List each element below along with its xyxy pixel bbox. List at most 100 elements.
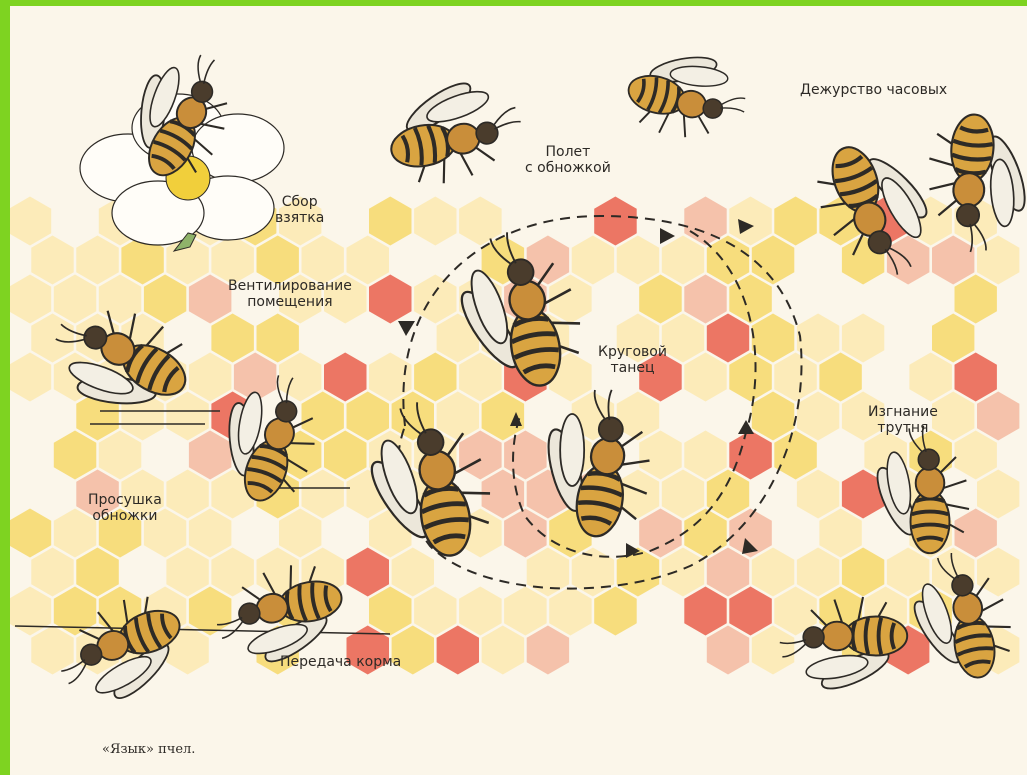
label-round-dance: Круговойтанец	[598, 344, 667, 376]
honeycomb-cell	[909, 353, 952, 402]
honeycomb-cell	[707, 470, 749, 519]
honeycomb-cell	[662, 236, 704, 285]
honeycomb-cell	[504, 431, 546, 480]
honeycomb-cell	[955, 431, 997, 480]
honeycomb-cell	[31, 548, 73, 597]
honeycomb-cell	[729, 353, 772, 402]
honeycomb-cell	[684, 197, 726, 246]
honeycomb-cell	[76, 236, 119, 285]
label-food-transfer: Передача корма	[280, 654, 401, 670]
figure-caption: «Язык» пчел.	[102, 742, 195, 757]
honeycomb-cell	[684, 431, 726, 480]
honeycomb-cell	[369, 587, 412, 636]
honeycomb-cell	[414, 353, 456, 402]
honeycomb-cell	[459, 197, 502, 246]
honeycomb-cell	[369, 275, 412, 324]
honeycomb-cell	[819, 509, 861, 558]
honeycomb-cell	[414, 275, 456, 324]
honeycomb-cell	[211, 314, 254, 363]
honeycomb-cell	[572, 548, 614, 597]
honeycomb-cell	[639, 509, 682, 558]
honeycomb-cell	[662, 314, 704, 363]
honeycomb-cell	[729, 431, 772, 480]
honeycomb-cell	[414, 587, 456, 636]
honeycomb-cell	[166, 548, 208, 597]
honeycomb-cell	[166, 392, 208, 441]
honeycomb-cell	[459, 431, 502, 480]
honeycomb-cell	[707, 626, 749, 675]
honeycomb-cell	[842, 548, 884, 597]
honeycomb-cell	[662, 470, 704, 519]
honeycomb-cell	[279, 509, 321, 558]
honeycomb-cell	[189, 431, 232, 480]
honeycomb-cell	[684, 509, 726, 558]
honeycomb-cell	[189, 587, 232, 636]
honeycomb-cell	[347, 548, 390, 597]
honeycomb-cell	[752, 314, 795, 363]
honeycomb-cell	[302, 392, 344, 441]
honeycomb-cell	[707, 314, 749, 363]
honeycomb-cell	[662, 548, 704, 597]
honeycomb-cell	[31, 626, 73, 675]
honeycomb-cell	[54, 431, 97, 480]
honeycomb-cell	[414, 197, 456, 246]
honeycomb-cell	[932, 392, 974, 441]
honeycomb-cell	[31, 236, 73, 285]
honeycomb-cell	[752, 626, 795, 675]
honeycomb-cell	[324, 431, 367, 480]
honeycomb-cell	[774, 431, 817, 480]
honeycomb-cell	[684, 353, 726, 402]
honeycomb-cell	[707, 548, 749, 597]
honeycomb-cell	[774, 353, 817, 402]
honeycomb-cell	[594, 197, 637, 246]
label-ventilation: Вентилированиепомещения	[228, 278, 352, 310]
honeycomb-cell	[482, 392, 524, 441]
honeycomb-cell	[347, 236, 390, 285]
label-pollen-drying: Просушкаобножки	[88, 492, 162, 524]
honeycomb-cell	[189, 353, 232, 402]
honeycomb-cell	[369, 353, 412, 402]
honeycomb-cell	[144, 275, 186, 324]
honeycomb-cell	[797, 392, 839, 441]
honeycomb-cell	[527, 626, 569, 675]
honeycomb-cell	[594, 587, 637, 636]
honeycomb-cell	[797, 314, 839, 363]
bee-icon	[381, 67, 529, 191]
honeycomb-cell	[729, 197, 772, 246]
honeycomb-cell	[955, 353, 997, 402]
honeycomb-cell	[437, 392, 479, 441]
honeycomb-cell	[527, 548, 569, 597]
honeycomb-cell	[729, 587, 772, 636]
bee-icon	[620, 34, 757, 153]
honeycomb-cell	[684, 275, 726, 324]
honeycomb-cell	[99, 431, 142, 480]
honeycomb-cell	[977, 470, 1019, 519]
honeycomb-cell	[482, 626, 524, 675]
honeycomb-cell	[797, 548, 839, 597]
label-guard-duty: Дежурство часовых	[800, 82, 947, 98]
bee-language-illustration	[10, 6, 1027, 775]
honeycomb-cell	[639, 431, 682, 480]
illustration-frame: Сборвзятка Полетс обножкой Дежурство час…	[10, 6, 1027, 775]
honeycomb-cell	[10, 197, 51, 246]
honeycomb-cell	[932, 236, 974, 285]
honeycomb-cell	[639, 275, 682, 324]
honeycomb-cell	[797, 470, 839, 519]
honeycomb-cell	[459, 353, 502, 402]
honeycomb-cell	[955, 275, 997, 324]
honeycomb-cell	[10, 509, 51, 558]
honeycomb-cell	[257, 314, 299, 363]
honeycomb-cell	[617, 236, 660, 285]
honeycomb-cell	[955, 509, 997, 558]
honeycomb-cell	[752, 392, 795, 441]
honeycomb-cell	[369, 197, 412, 246]
honeycomb-cell	[842, 314, 884, 363]
honeycomb-cell	[932, 314, 974, 363]
honeycomb-cell	[347, 392, 390, 441]
honeycomb-cell	[10, 275, 51, 324]
honeycomb-cell	[189, 275, 232, 324]
honeycomb-cell	[504, 587, 546, 636]
honeycomb-cell	[392, 548, 434, 597]
honeycomb-cell	[459, 587, 502, 636]
